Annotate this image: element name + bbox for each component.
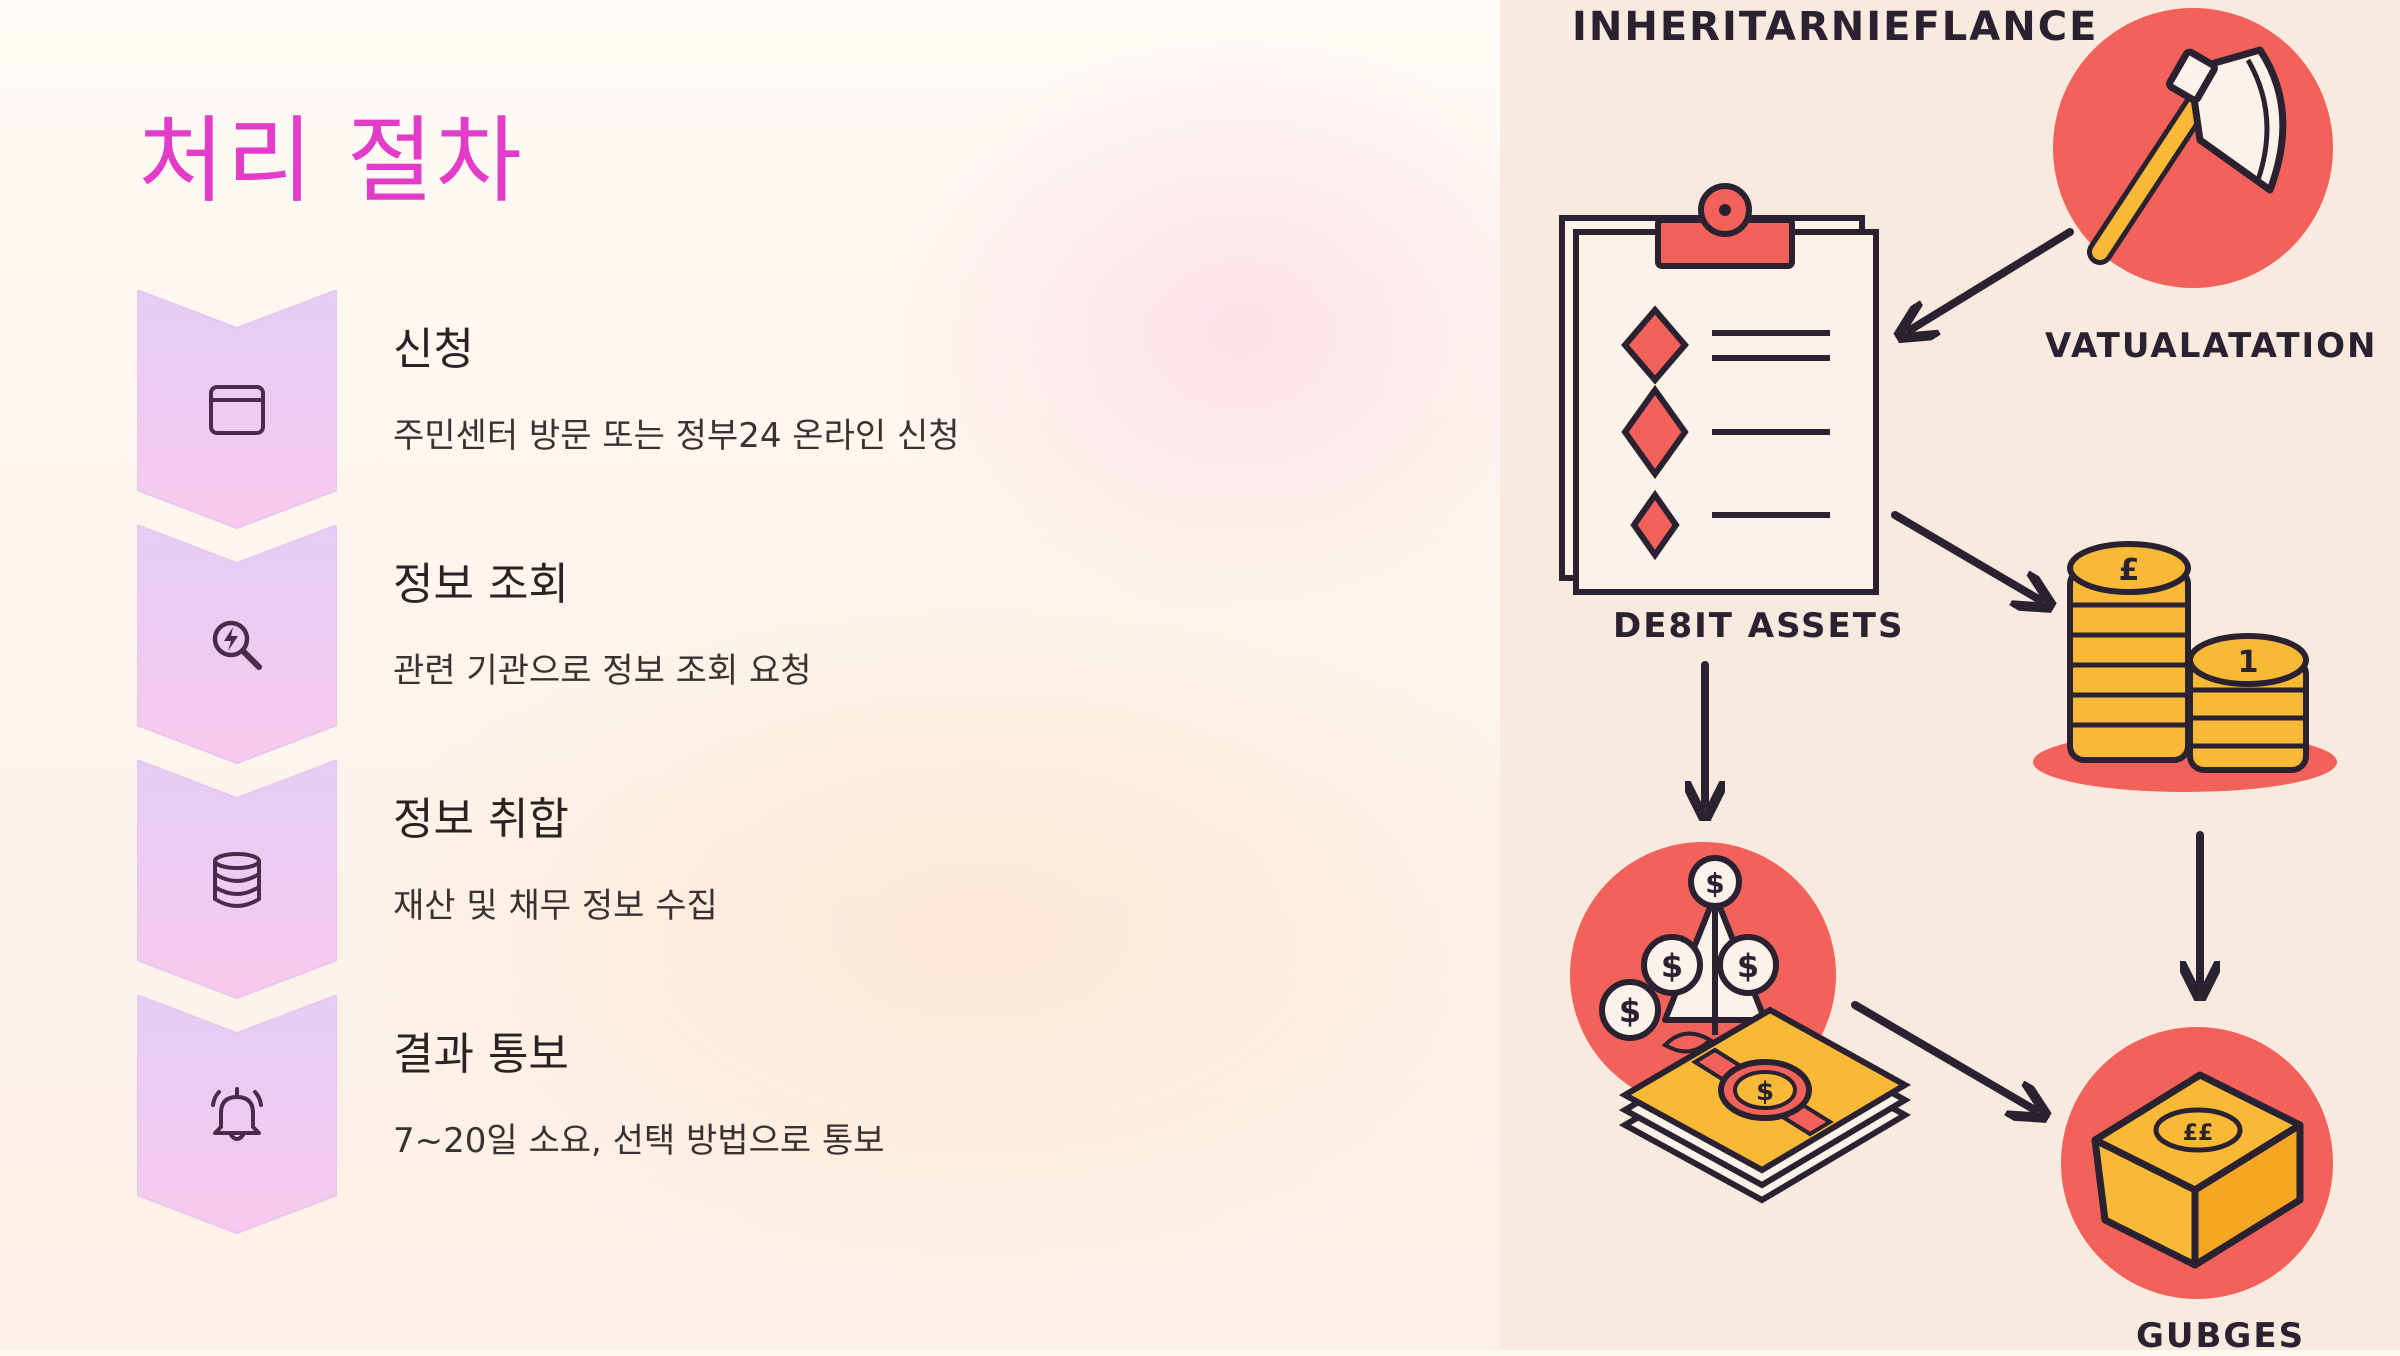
bell-icon (211, 1087, 263, 1141)
content-panel: 처리 절차 신청 주민센터 방문 또는 정부24 온라인 신청 (0, 0, 1500, 1350)
svg-text:$: $ (1756, 1077, 1774, 1107)
step-3: 정보 취합 재산 및 채무 정보 수집 (137, 760, 1337, 1000)
axe-icon (2053, 8, 2333, 288)
step-2: 정보 조회 관련 기관으로 정보 조회 요청 (137, 525, 1337, 765)
step-title: 정보 취합 (393, 794, 569, 845)
svg-text:1: 1 (2238, 645, 2259, 680)
svg-text:$: $ (1619, 992, 1641, 1030)
money-tree-cash-icon: $ $ $ $ $ (1570, 842, 1912, 1204)
coin-stacks-icon: £ 1 (2033, 541, 2337, 792)
svg-text:$: $ (1661, 947, 1683, 985)
step-chevron (137, 290, 337, 530)
step-4: 결과 통보 7~20일 소요, 선택 방법으로 통보 (137, 995, 1337, 1235)
svg-text:£: £ (2119, 553, 2140, 588)
illustration-label-valuation: VATUALATATION (2045, 326, 2378, 366)
clipboard-checklist-icon (1559, 183, 1879, 595)
search-bolt-icon (212, 620, 262, 670)
illustration-label-gubges: GUBGES (2136, 1316, 2306, 1356)
step-description: 7~20일 소요, 선택 방법으로 통보 (393, 1121, 885, 1161)
step-chevron (137, 995, 337, 1235)
step-chevron (137, 525, 337, 765)
illustration-panel: £ 1 $ $ $ $ (1500, 0, 2400, 1356)
browser-window-icon (209, 385, 265, 435)
illustration-label-top: INHERITARNIEFLANCE (1572, 4, 2099, 50)
illustration-label-debit: DE8IT ASSETS (1613, 606, 1905, 646)
step-1: 신청 주민센터 방문 또는 정부24 온라인 신청 (137, 290, 1337, 530)
gold-bar-icon: ££ (2061, 1027, 2333, 1299)
svg-text:££: ££ (2183, 1121, 2214, 1146)
step-description: 주민센터 방문 또는 정부24 온라인 신청 (393, 416, 960, 456)
step-title: 결과 통보 (393, 1029, 569, 1080)
svg-text:$: $ (1737, 947, 1759, 985)
inheritance-illustration: £ 1 $ $ $ $ (1559, 8, 2337, 1299)
step-description: 재산 및 채무 정보 수집 (393, 886, 718, 926)
flow-arrows (1705, 228, 2200, 1110)
step-title: 신청 (393, 324, 474, 375)
step-title: 정보 조회 (393, 559, 569, 610)
svg-text:$: $ (1705, 867, 1724, 900)
database-icon (213, 852, 261, 908)
step-description: 관련 기관으로 정보 조회 요청 (393, 651, 812, 691)
page-title: 처리 절차 (138, 107, 524, 216)
